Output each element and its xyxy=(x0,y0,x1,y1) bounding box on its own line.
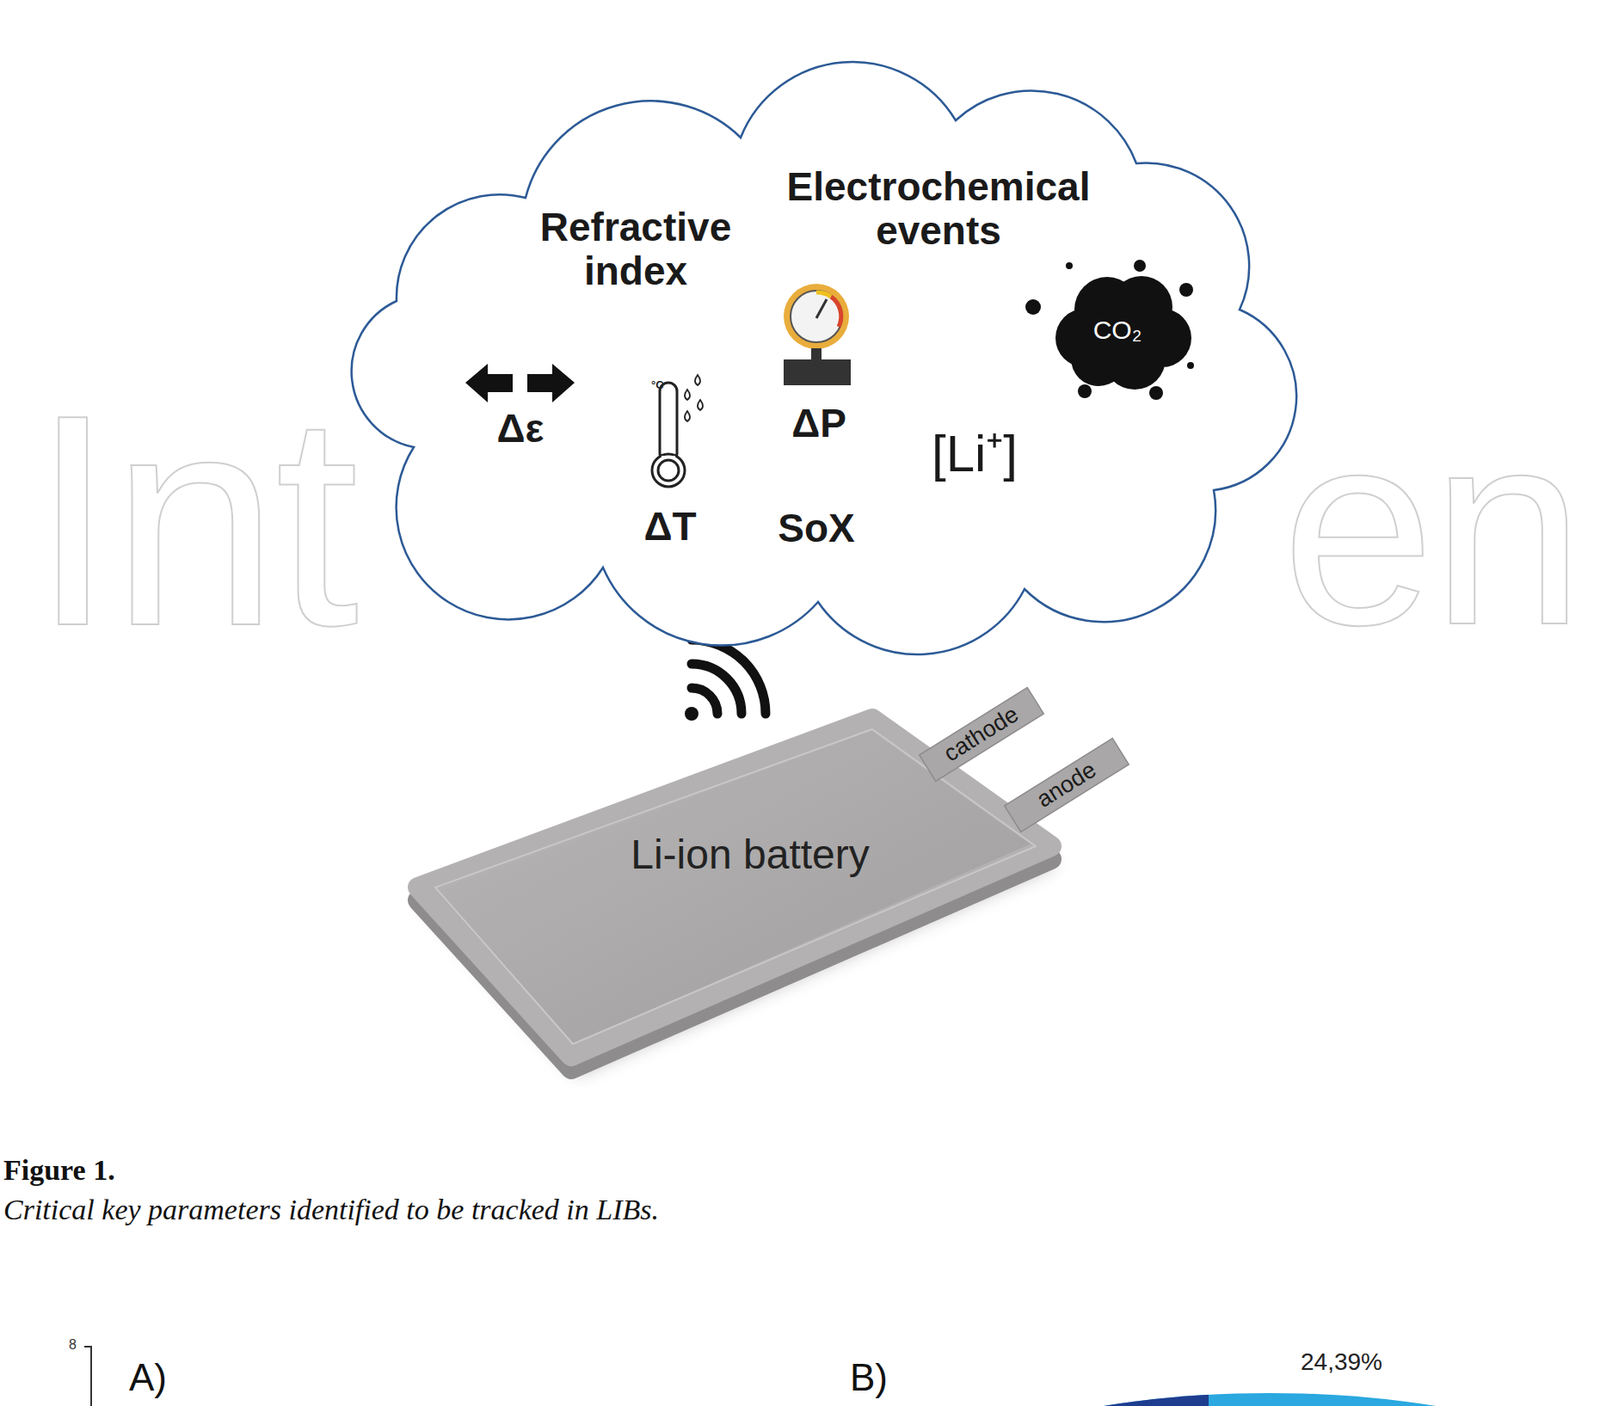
battery-cell: Li-ion battery xyxy=(418,719,1052,1057)
pie-slice xyxy=(925,1393,1600,1406)
battery-body xyxy=(418,719,1057,1076)
droplet xyxy=(684,411,690,422)
tab-shape xyxy=(1004,738,1130,833)
axis-line xyxy=(84,1347,92,1406)
gauge-stem xyxy=(811,348,822,361)
wireless-arc xyxy=(691,688,718,714)
gauge-rim xyxy=(783,283,850,350)
thermometer-inner xyxy=(658,460,679,481)
parameter-label: Refractive index xyxy=(506,205,765,293)
thermometer-bulb xyxy=(652,454,685,487)
droplet xyxy=(695,375,701,386)
wireless-dot xyxy=(684,707,699,721)
gas-blob xyxy=(1084,295,1161,371)
wireless-arc xyxy=(691,664,742,714)
percentage-value: 24,39% xyxy=(1300,1350,1383,1375)
state-label: SoX xyxy=(777,506,855,551)
battery-top xyxy=(418,719,1052,1057)
thermometer-icon xyxy=(652,375,703,487)
figure-number: Figure 1. xyxy=(3,1156,116,1186)
battery-label: Li-ion battery xyxy=(630,832,869,879)
terminal-label: anode xyxy=(1032,757,1101,814)
pie-fragment xyxy=(911,1376,1600,1406)
arrow-left xyxy=(465,363,513,403)
pie-slice xyxy=(911,1376,1209,1406)
unit-symbol: °C xyxy=(651,379,665,391)
pressure-gauge xyxy=(783,283,851,386)
strain-arrows xyxy=(465,363,575,403)
parameter-label: Electrochemical events xyxy=(757,165,1120,253)
wireless-symbol xyxy=(684,640,766,721)
gas-particle xyxy=(1133,259,1146,272)
arrow-right xyxy=(527,363,575,403)
gauge-face xyxy=(790,290,843,343)
panel-letter: A) xyxy=(129,1359,167,1397)
thermometer-tube xyxy=(659,382,677,462)
gas-cloud-shape xyxy=(1025,259,1194,400)
cloud-outline xyxy=(351,61,1297,655)
battery-cell-outline xyxy=(418,719,1052,1057)
figure-caption: Critical key parameters identified to be… xyxy=(3,1195,659,1225)
strain-label: Δε xyxy=(497,406,545,451)
tab-shape xyxy=(919,688,1045,782)
watermark: Int xyxy=(30,369,356,671)
gas-formula: CO₂ xyxy=(1093,315,1143,345)
terminal-tab: cathode xyxy=(919,688,1045,782)
gas-particle xyxy=(1179,283,1194,297)
axis-tick: 8 xyxy=(68,1338,77,1353)
gas-particle xyxy=(1065,262,1073,270)
droplet xyxy=(684,389,690,400)
pressure-label: ΔP xyxy=(791,401,847,446)
gas-particle xyxy=(1149,386,1164,400)
droplet xyxy=(697,400,703,411)
terminal-tab: anode xyxy=(1004,738,1130,833)
gauge-redline xyxy=(830,296,842,327)
gauge-base xyxy=(783,359,851,386)
ion-concentration-label: [Li⁺] xyxy=(931,425,1018,483)
gas-particle xyxy=(1025,299,1041,315)
temperature-label: ΔT xyxy=(643,504,696,549)
axis-fragment xyxy=(84,1347,92,1406)
gauge-needle xyxy=(816,299,827,319)
thought-cloud: Refractive indexElectrochemical eventsΔε… xyxy=(336,86,1276,638)
gas-cloud: CO₂ xyxy=(1040,262,1195,392)
gauge-yellowline xyxy=(816,292,831,297)
watermark: en xyxy=(1281,390,1582,666)
wireless-arc xyxy=(691,640,766,714)
battery-bevel xyxy=(435,729,1036,1045)
gas-particle xyxy=(1187,362,1194,370)
gas-particle xyxy=(1077,384,1092,399)
panel-letter: B) xyxy=(849,1359,888,1397)
